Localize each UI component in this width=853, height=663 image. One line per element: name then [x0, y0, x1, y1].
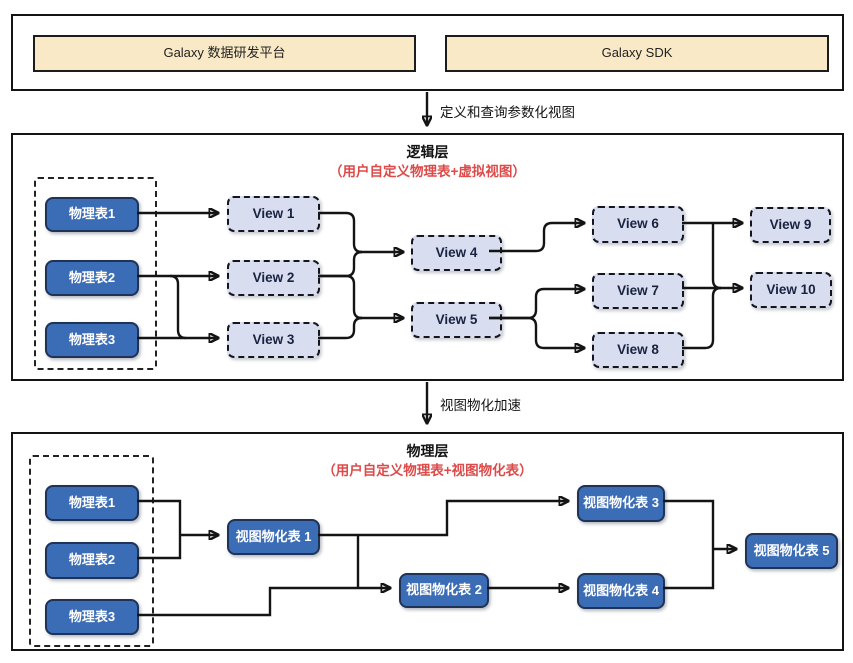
view-2-node: View 2 — [227, 260, 320, 296]
view-8-node: View 8 — [592, 332, 684, 368]
top-section: Galaxy 数据研发平台 Galaxy SDK — [11, 14, 844, 91]
view-5-node: View 5 — [411, 302, 502, 338]
define-query-arrow-label: 定义和查询参数化视图 — [440, 105, 575, 120]
physical-layer-subtitle: （用户自定义物理表+视图物化表） — [322, 463, 533, 478]
physical-table-2: 物理表2 — [45, 542, 139, 579]
view-6-node: View 6 — [592, 206, 684, 243]
materialized-table-5: 视图物化表 5 — [745, 533, 838, 569]
logical-physical-table-2: 物理表2 — [45, 260, 139, 296]
logical-physical-table-3: 物理表3 — [45, 322, 139, 358]
logical-layer-title: 逻辑层 — [406, 144, 449, 160]
galaxy-sdk-box: Galaxy SDK — [445, 35, 829, 72]
logical-layer-section: 逻辑层 （用户自定义物理表+虚拟视图） 物理表1 物理表2 物理表3 View … — [11, 133, 844, 381]
view-4-node: View 4 — [411, 235, 502, 271]
logical-physical-table-1: 物理表1 — [45, 197, 139, 232]
materialize-arrow-label: 视图物化加速 — [440, 398, 521, 413]
logical-physical-tables-group — [34, 177, 157, 370]
materialized-table-3: 视图物化表 3 — [577, 485, 665, 522]
view-1-node: View 1 — [227, 196, 320, 232]
physical-table-3: 物理表3 — [45, 599, 139, 635]
physical-table-1: 物理表1 — [45, 485, 139, 521]
physical-layer-title: 物理层 — [406, 443, 449, 459]
view-3-node: View 3 — [227, 322, 320, 358]
materialized-table-2: 视图物化表 2 — [399, 573, 489, 608]
materialized-table-4: 视图物化表 4 — [577, 573, 665, 609]
view-9-node: View 9 — [750, 207, 831, 243]
logical-layer-subtitle: （用户自定义物理表+虚拟视图） — [329, 164, 526, 179]
view-7-node: View 7 — [592, 273, 684, 309]
view-10-node: View 10 — [750, 272, 832, 308]
galaxy-platform-box: Galaxy 数据研发平台 — [33, 35, 416, 72]
materialized-table-1: 视图物化表 1 — [227, 519, 320, 555]
physical-layer-section: 物理层 （用户自定义物理表+视图物化表） 物理表1 物理表2 物理表3 视图物化… — [11, 432, 844, 651]
